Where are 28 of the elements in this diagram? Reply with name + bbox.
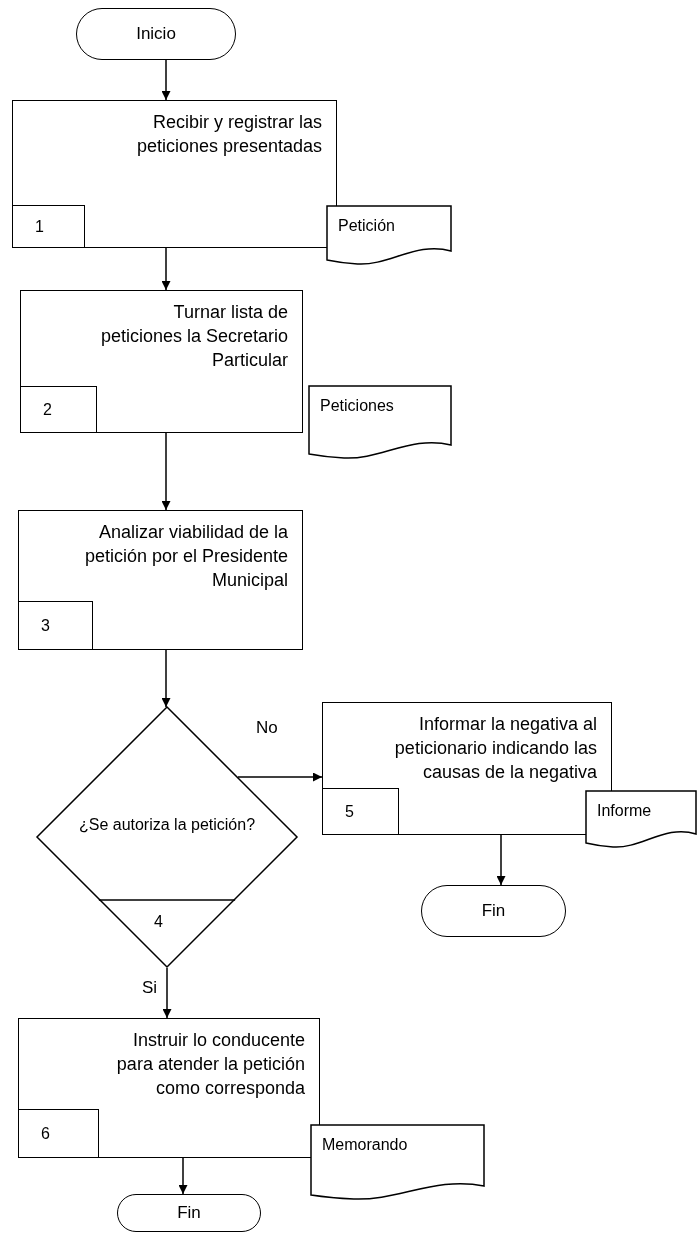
arrow: [161, 649, 171, 708]
step-number: 1: [13, 205, 85, 247]
step-text: Instruir lo conducente para atender la petición como corresponda: [115, 1029, 305, 1100]
process-box: [18, 1018, 320, 1158]
process-box: [12, 100, 337, 248]
arrow: [161, 432, 171, 511]
document-label: Informe: [597, 802, 652, 820]
step-number: 6: [19, 1109, 99, 1157]
process-box: [18, 510, 303, 650]
arrow: [161, 59, 171, 101]
step-text: Recibir y registrar las peticiones presentadas: [135, 111, 322, 158]
step-number: 4: [154, 913, 163, 931]
step-number: 3: [19, 601, 93, 649]
arrow: [237, 772, 323, 782]
arrow: [161, 247, 171, 291]
arrow: [178, 1157, 188, 1195]
step-number: 5: [323, 788, 399, 834]
step-text: Analizar viabilidad de la petición por el Presidente Municipal: [83, 521, 288, 592]
document-label: Peticiones: [320, 397, 394, 415]
document-label: Memorando: [322, 1136, 408, 1154]
decision-text: ¿Se autoriza la petición?: [77, 815, 257, 835]
step-text: Turnar lista de peticiones la Secretario Particular: [99, 301, 288, 372]
arrow: [496, 834, 506, 886]
arrow: [162, 967, 172, 1019]
step-text: Informar la negativa al peticionario indicando las causas de la negativa: [393, 713, 597, 784]
process-box: [20, 290, 303, 433]
step-number: 2: [21, 386, 97, 432]
document-label: Petición: [338, 217, 395, 235]
